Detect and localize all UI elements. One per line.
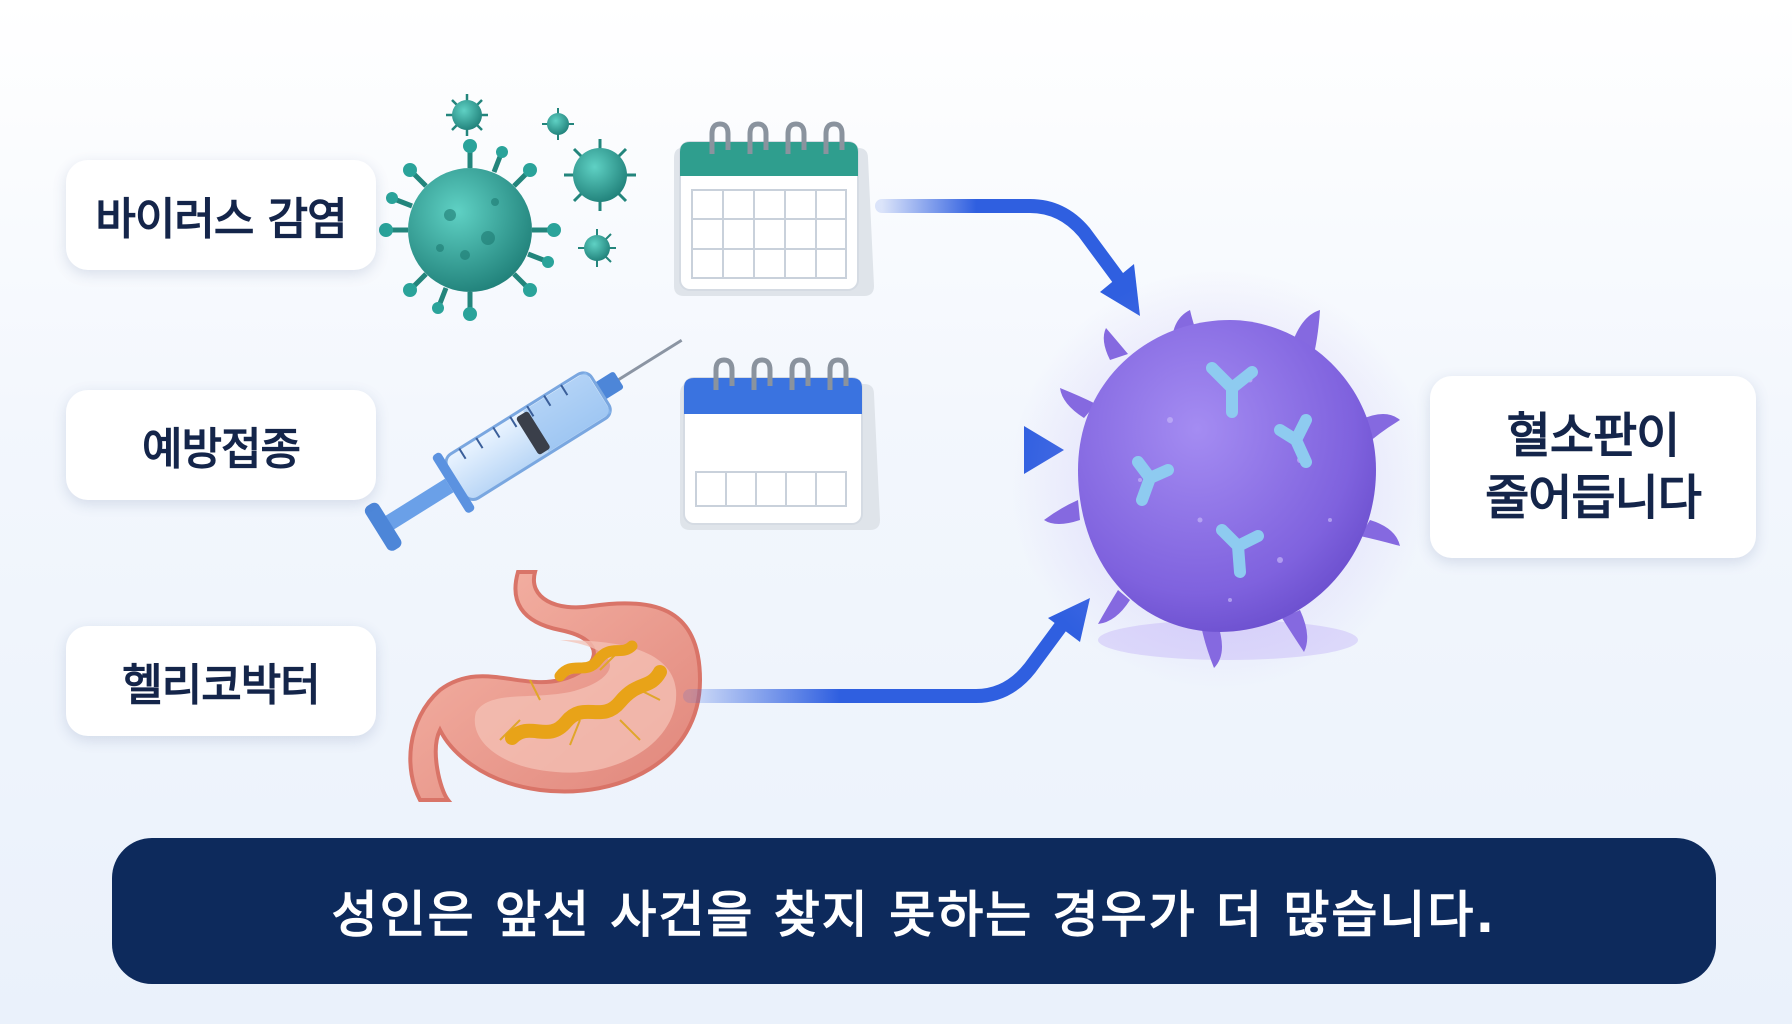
arrow-from-virus xyxy=(875,199,1140,316)
label-virus-infection-text: 바이러스 감염 xyxy=(95,194,347,245)
syringe-icon xyxy=(364,338,683,551)
calendar-icon xyxy=(674,121,874,296)
immune-cell-antibody-icon xyxy=(1010,270,1430,690)
label-vaccination: 예방접종 xyxy=(66,390,376,500)
result-line-1: 혈소판이 xyxy=(1506,408,1681,464)
label-helicobacter-text: 헬리코박터 xyxy=(122,660,320,711)
bottom-caption-banner: 성인은 앞선 사건을 찾지 못하는 경우가 더 많습니다. xyxy=(112,838,1716,984)
calendar-icon xyxy=(680,357,880,530)
label-vaccination-text: 예방접종 xyxy=(142,424,301,475)
stomach-bacteria-icon xyxy=(408,570,703,802)
result-line-2: 줄어듭니다 xyxy=(1485,470,1702,526)
arrow-from-helicobacter xyxy=(683,598,1090,703)
bottom-caption-text: 성인은 앞선 사건을 찾지 못하는 경우가 더 많습니다. xyxy=(331,886,1497,944)
virus-icon xyxy=(379,94,636,321)
label-virus-infection: 바이러스 감염 xyxy=(66,160,376,270)
result-box: 혈소판이 줄어듭니다 xyxy=(1430,376,1756,558)
label-helicobacter: 헬리코박터 xyxy=(66,626,376,736)
